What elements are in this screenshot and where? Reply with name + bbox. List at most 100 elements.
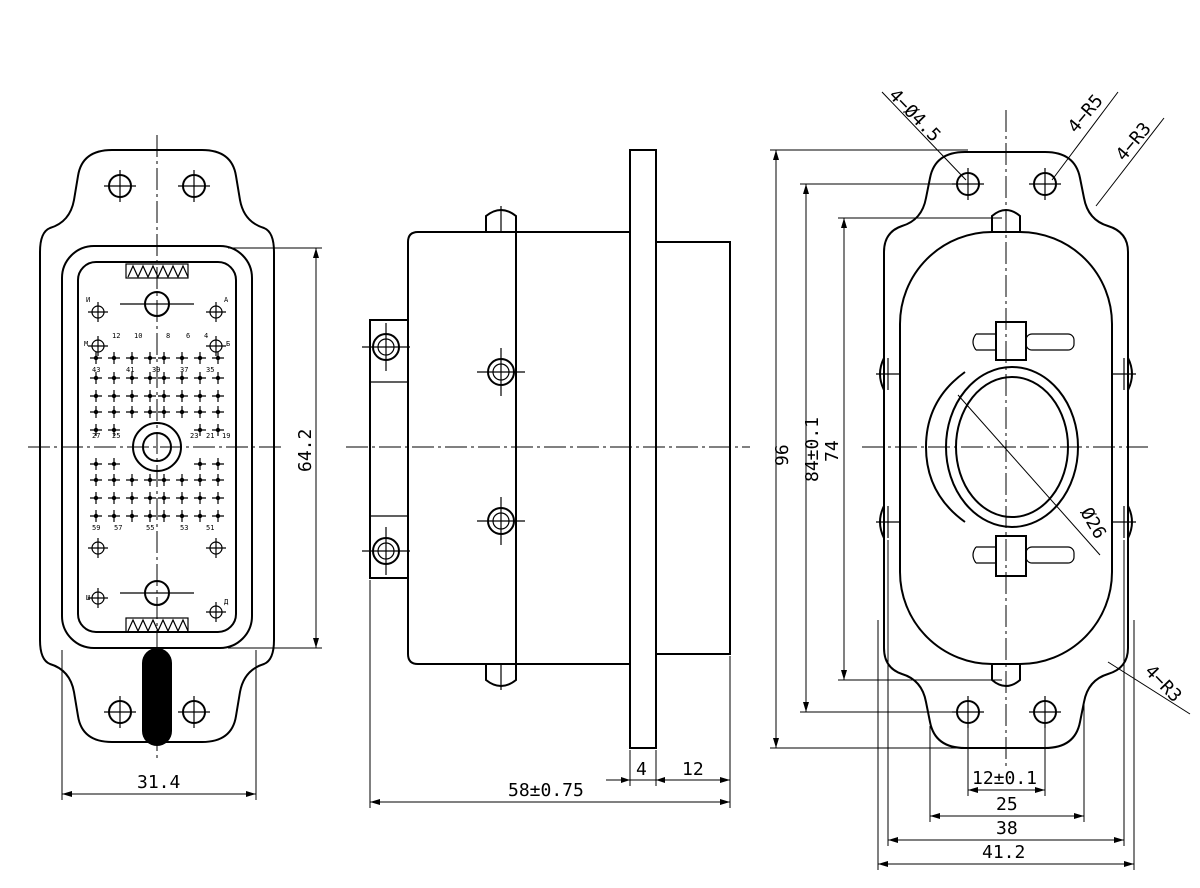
pin-row-b-1: 41 [126, 366, 134, 374]
pin-label-rm: Б [226, 340, 230, 348]
contact-dot [111, 355, 117, 361]
front-corner-contacts [88, 302, 226, 622]
contact-dot [161, 409, 167, 415]
contact-dot [129, 477, 135, 483]
contact-dot [197, 375, 203, 381]
contact-dot [197, 427, 203, 433]
dim-rear-length: 12 [682, 759, 704, 780]
rear-vertical-dimensions: 96 84±0.1 74 [770, 149, 1002, 749]
contact-dot [215, 355, 221, 361]
contact-dot [161, 393, 167, 399]
contact-dot [147, 355, 153, 361]
rear-bore: Ø26 [924, 321, 1110, 577]
contact-dot [215, 477, 221, 483]
contact-dot [111, 495, 117, 501]
pin-row-a-3: 6 [186, 332, 190, 340]
contact-dot [197, 495, 203, 501]
pin-row-d-4: 51 [206, 524, 214, 532]
front-height-dimension: 64.2 [228, 247, 322, 649]
contact-dot [147, 393, 153, 399]
callout-radius-3-bottom: 4−R3 [1140, 661, 1185, 707]
contact-dot [197, 513, 203, 519]
pin-row-b-3: 37 [180, 366, 188, 374]
contact-dot [93, 495, 99, 501]
pin-label-lm: М [84, 340, 88, 348]
contact-dot [179, 355, 185, 361]
side-length-dimension: 58±0.75 [369, 580, 731, 808]
contact-dot [215, 409, 221, 415]
dim-bore-diameter: Ø26 [1076, 504, 1110, 543]
contact-dot [197, 393, 203, 399]
dim-width-38: 38 [996, 818, 1018, 839]
pin-row-a-0: 12 [112, 332, 120, 340]
contact-dot [111, 477, 117, 483]
contact-dot [111, 393, 117, 399]
contact-dot [129, 409, 135, 415]
contact-dot [93, 355, 99, 361]
contact-dot [147, 375, 153, 381]
side-cable-clamp [369, 319, 409, 579]
contact-dot [111, 427, 117, 433]
contact-dot [147, 513, 153, 519]
contact-dot [215, 375, 221, 381]
front-pin-grid [90, 352, 224, 522]
contact-dot [129, 393, 135, 399]
contact-dot [161, 495, 167, 501]
contact-dot [179, 393, 185, 399]
contact-dot [215, 393, 221, 399]
rear-clamp-top [995, 321, 1027, 361]
contact-dot [197, 409, 203, 415]
contact-dot [197, 461, 203, 467]
pin-row-c-3: 21 [206, 432, 214, 440]
contact-dot [179, 513, 185, 519]
contact-dot [129, 355, 135, 361]
contact-dot [93, 427, 99, 433]
contact-dot [129, 513, 135, 519]
key-top-hatch [127, 264, 189, 279]
pin-label-bl: Ш [86, 594, 90, 602]
pin-row-b-0: 43 [92, 366, 100, 374]
dim-overall-width: 41.2 [982, 842, 1025, 863]
pin-row-a-4: 4 [204, 332, 208, 340]
rear-clamp-bottom [995, 535, 1027, 577]
contact-dot [129, 375, 135, 381]
contact-dot [93, 513, 99, 519]
pin-row-b-2: 39 [152, 366, 160, 374]
side-body [407, 231, 631, 665]
side-flange [629, 149, 657, 749]
pin-row-d-0: 59 [92, 524, 100, 532]
contact-dot [179, 409, 185, 415]
pin-row-b-4: 35 [206, 366, 214, 374]
contact-dot [147, 495, 153, 501]
contact-dot [161, 513, 167, 519]
dim-side-length: 58±0.75 [508, 780, 584, 801]
contact-dot [215, 427, 221, 433]
pin-row-a-1: 10 [134, 332, 142, 340]
callout-radius-3-top: 4−R3 [1112, 119, 1156, 166]
dim-front-height: 64.2 [295, 429, 316, 472]
front-flange-outline [39, 149, 275, 743]
pin-row-d-2: 55 [146, 524, 154, 532]
pin-row-d-1: 57 [114, 524, 122, 532]
contact-dot [129, 495, 135, 501]
pin-label-tr: A [224, 296, 229, 304]
contact-dot [93, 375, 99, 381]
pin-row-d-3: 53 [180, 524, 188, 532]
dim-hole-pitch-vertical: 84±0.1 [802, 417, 823, 482]
contact-dot [93, 409, 99, 415]
pin-row-c-2: 23 [190, 432, 198, 440]
contact-dot [179, 375, 185, 381]
rear-tabs [876, 209, 1136, 687]
side-rear-shell [656, 241, 731, 655]
pin-row-c-4: 19 [222, 432, 230, 440]
contact-dot [215, 461, 221, 467]
contact-dot [147, 409, 153, 415]
contact-dot [93, 477, 99, 483]
contact-dot [179, 477, 185, 483]
contact-dot [93, 461, 99, 467]
side-screws [362, 206, 525, 690]
dim-front-width: 31.4 [137, 772, 180, 793]
contact-dot [161, 355, 167, 361]
dim-width-25: 25 [996, 794, 1018, 815]
